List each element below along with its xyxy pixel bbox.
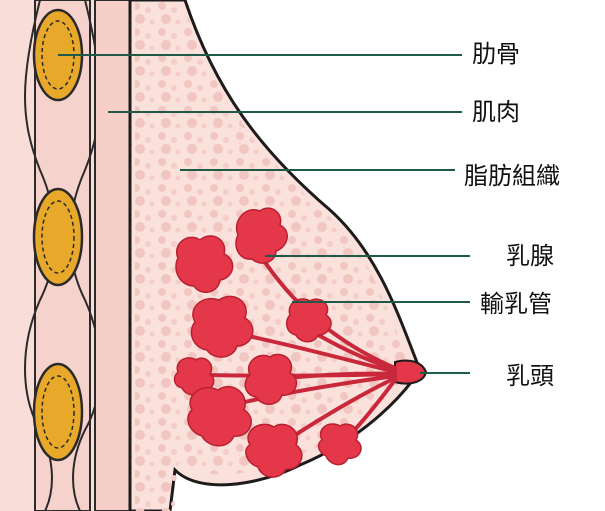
muscle-layer (95, 0, 130, 511)
label-mammary-gland: 乳腺 (500, 240, 560, 272)
label-muscle: 肌肉 (466, 96, 526, 128)
label-nipple: 乳頭 (500, 360, 560, 392)
rib-shape-3 (34, 364, 82, 460)
label-lactiferous-duct: 輸乳管 (474, 288, 558, 320)
label-rib: 肋骨 (466, 38, 526, 70)
label-fat-tissue: 脂肪組織 (458, 160, 566, 192)
rib-shape-2 (34, 189, 82, 285)
